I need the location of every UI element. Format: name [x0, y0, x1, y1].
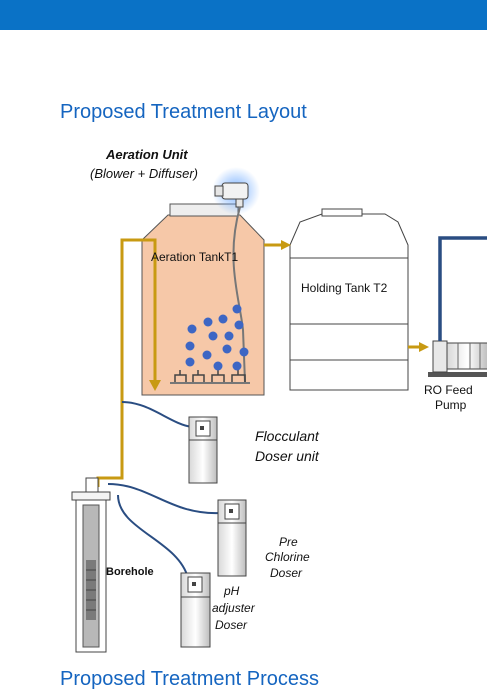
ro-outlet-pipe [438, 236, 487, 341]
pump-feed-arrow [419, 342, 429, 352]
ph-label-2: adjuster [212, 601, 255, 615]
borehole-label: Borehole [106, 566, 154, 578]
flocculant-label-1: Flocculant [255, 428, 319, 444]
aeration-tank [141, 214, 265, 396]
inflow-arrow [149, 380, 161, 391]
blower-icon [214, 182, 249, 208]
flocculant-label-2: Doser unit [255, 448, 319, 464]
ph-doser-icon [180, 572, 211, 648]
ro-feed-pump-icon [428, 340, 487, 377]
borehole-icon [71, 477, 111, 653]
diffusers [170, 370, 250, 384]
ph-label-3: Doser [215, 618, 248, 632]
header-bar [0, 0, 487, 30]
holding-tank-label: Holding Tank T2 [301, 281, 388, 295]
layout-heading: Proposed Treatment Layout [60, 101, 307, 123]
dosing-lines [107, 401, 221, 579]
transfer-arrow [281, 240, 291, 250]
pre-chlorine-label-3: Doser [270, 566, 303, 580]
aeration-unit-title: Aeration Unit [106, 147, 188, 162]
holding-tank [289, 208, 409, 391]
ro-pump-label-2: Pump [435, 398, 467, 412]
flocculant-doser-icon [188, 416, 218, 484]
aeration-tank-label: Aeration TankT1 [151, 250, 239, 264]
aeration-unit-subtitle: (Blower + Diffuser) [90, 166, 198, 181]
pre-chlorine-doser-icon [217, 499, 247, 577]
process-heading: Proposed Treatment Process [60, 668, 320, 690]
pre-chlorine-label-2: Chlorine [265, 550, 310, 564]
ph-label-1: pH [224, 584, 240, 598]
air-bubbles [185, 304, 249, 371]
ro-pump-label-1: RO Feed [424, 383, 473, 397]
pre-chlorine-label-1: Pre [279, 535, 298, 549]
